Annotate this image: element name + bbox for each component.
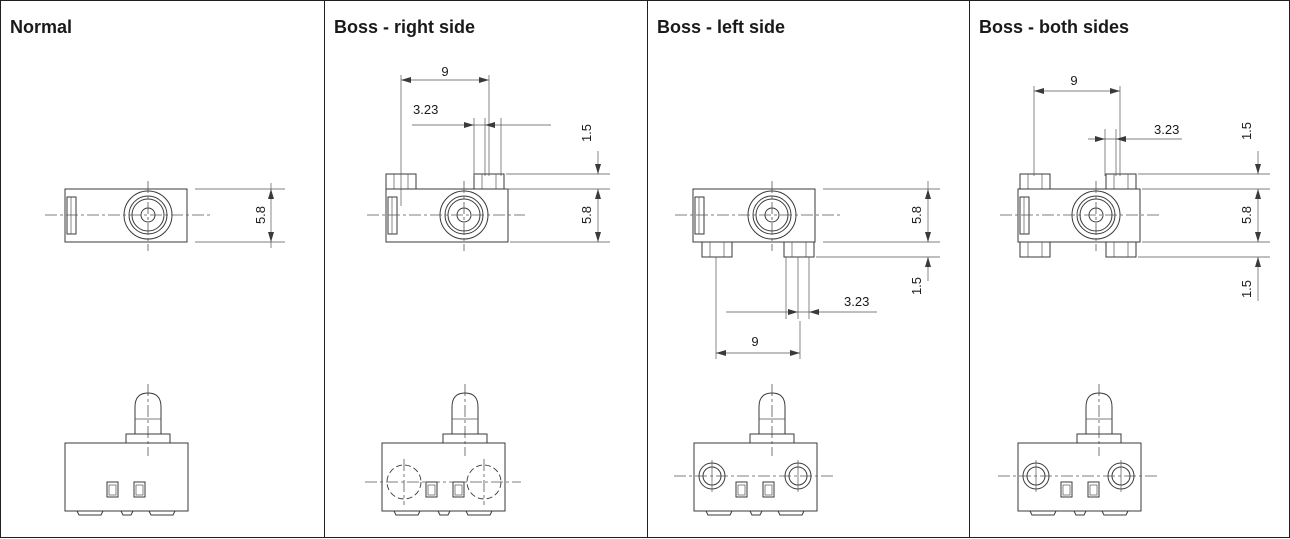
boss — [783, 241, 815, 258]
panel-normal: Normal 5.8 — [0, 0, 325, 538]
switch-body-side-view — [381, 442, 506, 512]
dim-height: 5.8 — [909, 206, 924, 224]
switch-body-top-view — [64, 188, 188, 243]
terminal — [425, 481, 438, 498]
panel-title: Boss - both sides — [979, 17, 1130, 37]
dim-boss-bottom: 1.5 — [1239, 280, 1254, 298]
switch-drawing-boss-left: 5.8 1.5 3.23 9 — [674, 181, 940, 516]
panel-boss-right-side: Boss - right side 9 3.23 — [324, 0, 648, 538]
dim-offset: 3.23 — [844, 294, 869, 309]
boss-hole — [386, 464, 422, 500]
dim-height: 5.8 — [579, 206, 594, 224]
plunger — [758, 392, 786, 434]
terminal — [735, 481, 748, 498]
boss — [1019, 173, 1051, 190]
boss — [701, 241, 733, 258]
dim-pitch: 9 — [441, 64, 448, 79]
switch-body-side-view — [693, 442, 818, 512]
boss — [1105, 173, 1137, 190]
dim-offset: 3.23 — [413, 102, 438, 117]
terminal — [1060, 481, 1073, 498]
boss — [1019, 241, 1051, 258]
dim-boss: 1.5 — [909, 277, 924, 295]
panel-title: Boss - left side — [657, 17, 786, 37]
panel-title: Normal — [10, 17, 73, 37]
panel-title: Boss - right side — [334, 17, 476, 37]
dim-boss: 1.5 — [579, 124, 594, 142]
dim-height: 5.8 — [1239, 206, 1254, 224]
switch-drawing-boss-both: 9 3.23 1.5 5.8 1.5 — [998, 73, 1270, 516]
terminal — [762, 481, 775, 498]
dim-boss-top: 1.5 — [1239, 122, 1254, 140]
plunger — [1085, 392, 1113, 434]
lever-slot — [66, 196, 77, 235]
dim-offset: 3.23 — [1154, 122, 1179, 137]
terminal — [452, 481, 465, 498]
panel-boss-both-sides: Boss - both sides 9 — [969, 0, 1290, 538]
boss — [473, 173, 505, 190]
plunger — [134, 392, 162, 434]
terminal — [1087, 481, 1100, 498]
switch-body-top-view — [1017, 188, 1141, 243]
panel-boss-left-side: Boss - left side 5.8 1.5 — [647, 0, 970, 538]
switch-body-top-view — [385, 188, 509, 243]
terminal — [106, 481, 119, 498]
boss — [1105, 241, 1137, 258]
switch-body-top-view — [692, 188, 816, 243]
dim-pitch: 9 — [1070, 73, 1077, 88]
switch-body-side-view — [64, 442, 189, 512]
dim-pitch: 9 — [751, 334, 758, 349]
switch-drawing-boss-right: 9 3.23 1.5 5.8 — [365, 64, 610, 516]
dim-height: 5.8 — [253, 206, 268, 224]
switch-body-side-view — [1017, 442, 1142, 512]
switch-drawing-normal: 5.8 — [45, 181, 285, 516]
plunger — [451, 392, 479, 434]
terminal — [133, 481, 146, 498]
